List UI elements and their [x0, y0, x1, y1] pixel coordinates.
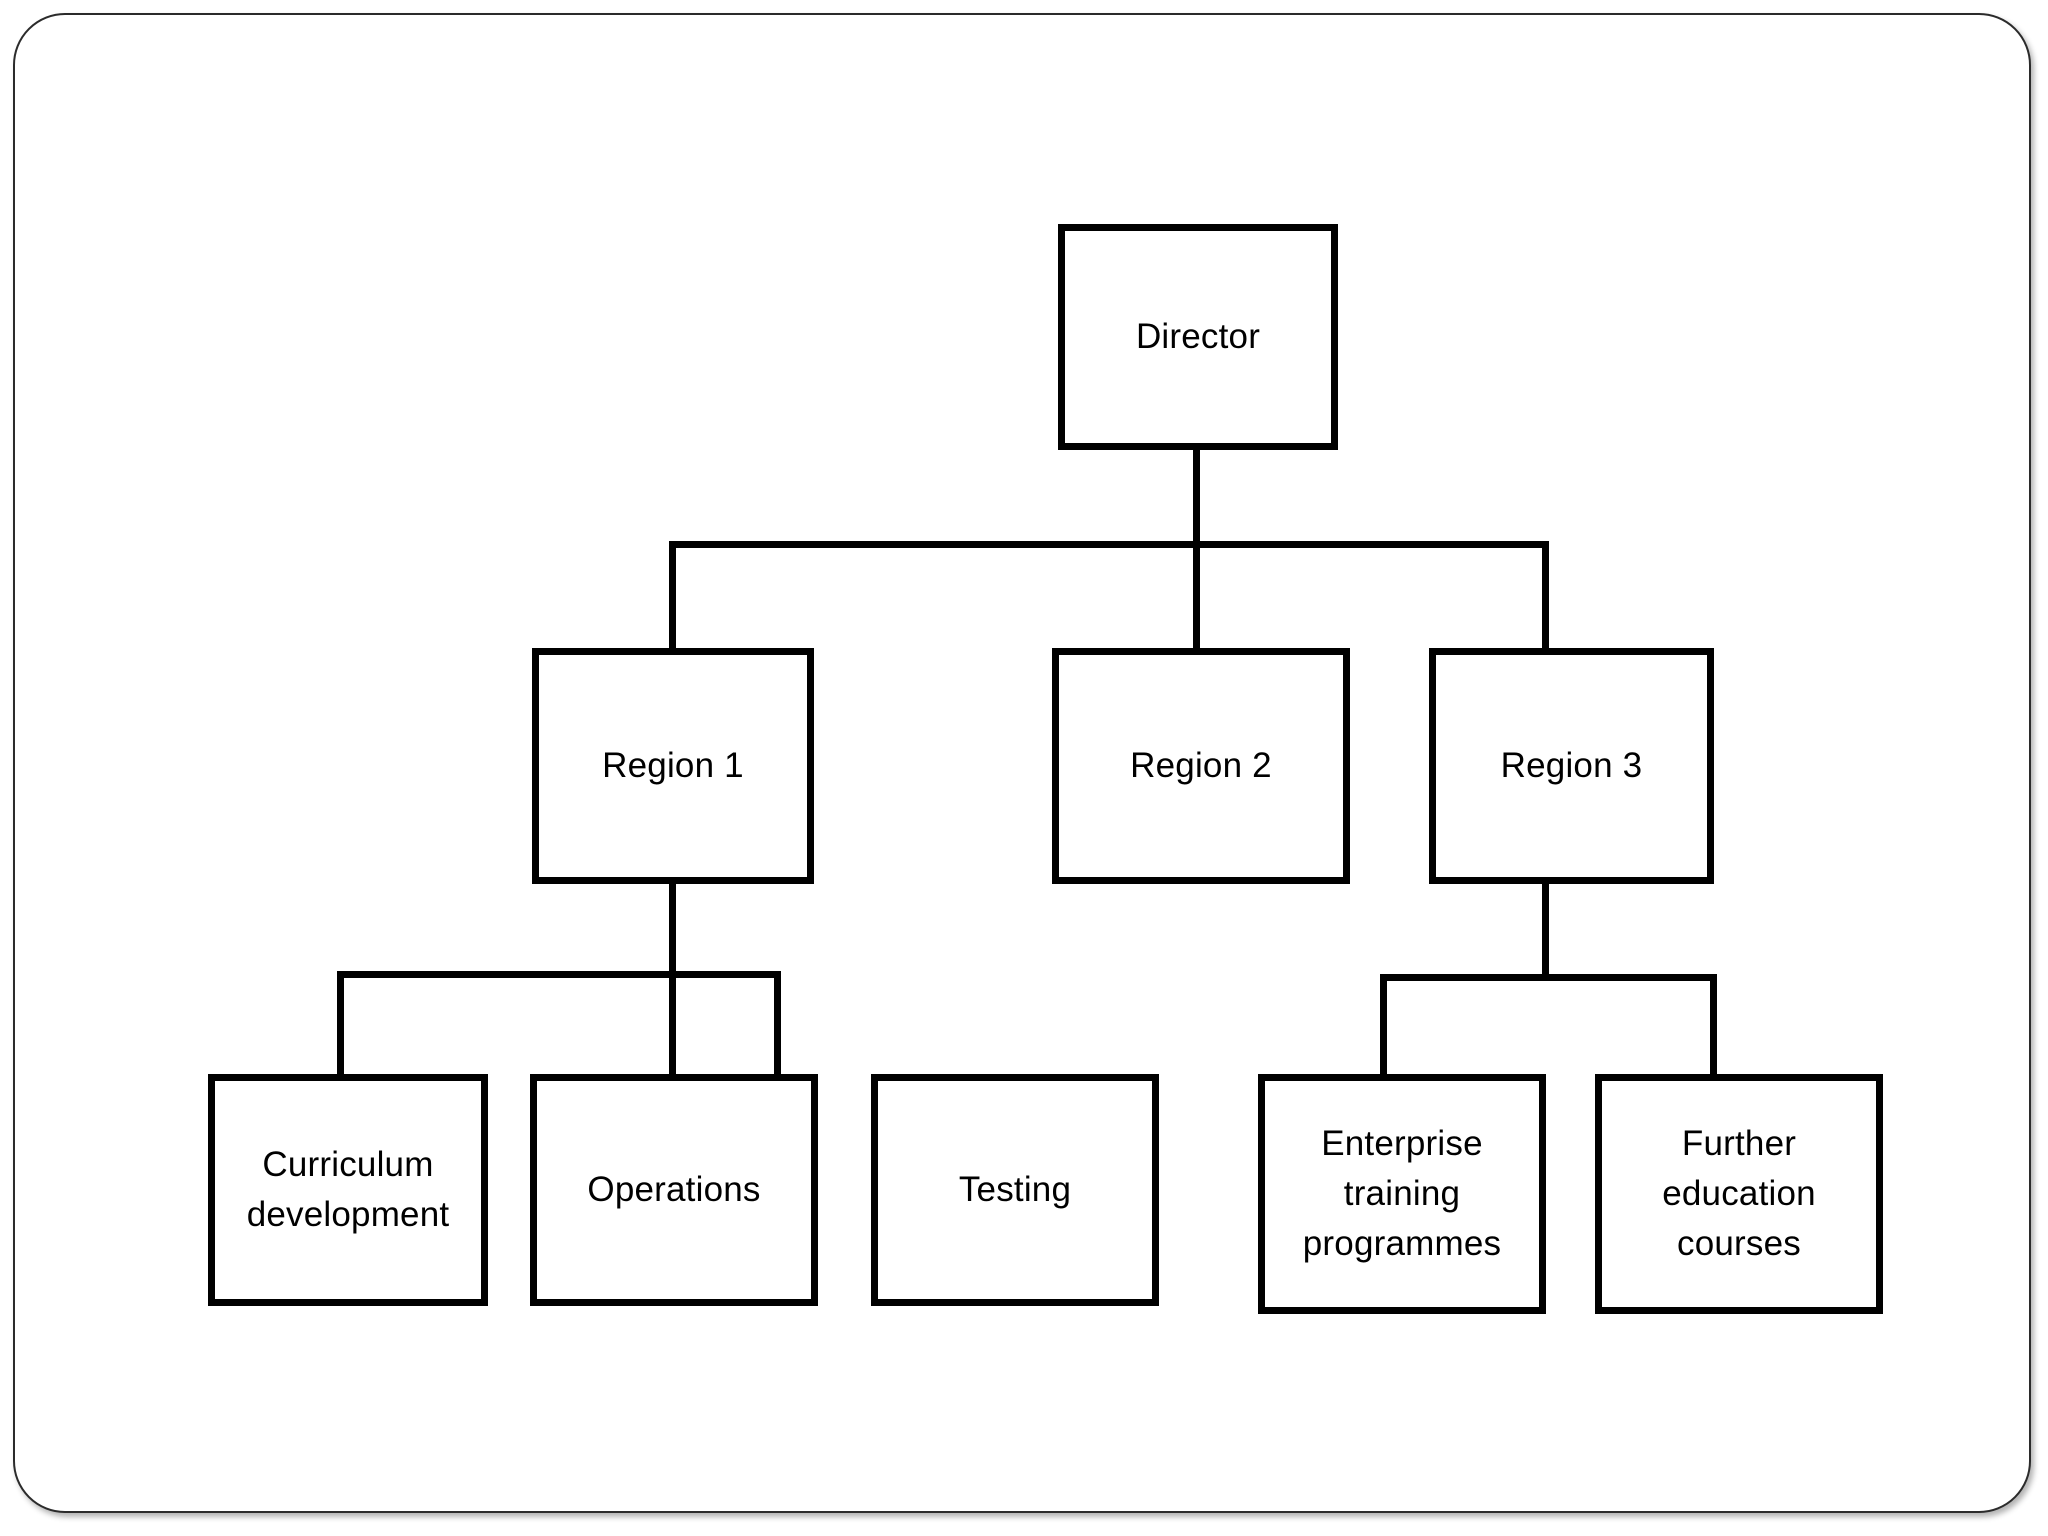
node-region-2[interactable]: Region 2 — [1052, 648, 1350, 884]
edge-level1-bus — [669, 541, 1549, 548]
node-region-2-label: Region 2 — [1130, 746, 1272, 786]
edge-region3-to-enterprise — [1380, 974, 1387, 1076]
node-operations[interactable]: Operations — [530, 1074, 818, 1306]
edge-region1-bus — [337, 971, 781, 978]
node-region-3[interactable]: Region 3 — [1429, 648, 1714, 884]
edge-bus-to-region2 — [1193, 541, 1200, 648]
node-director-label: Director — [1135, 317, 1261, 357]
edge-bus-to-region3 — [1542, 541, 1549, 648]
edge-region1-to-curriculum — [337, 971, 344, 1076]
node-testing[interactable]: Testing — [871, 1074, 1159, 1306]
node-testing-label: Testing — [958, 1170, 1072, 1210]
edge-region3-to-further — [1710, 974, 1717, 1076]
node-director[interactable]: Director — [1058, 224, 1338, 450]
node-region-3-label: Region 3 — [1500, 746, 1643, 786]
node-region-1[interactable]: Region 1 — [532, 648, 814, 884]
node-curriculum-development-label: Curriculum development — [246, 1145, 450, 1234]
edge-region3-bus — [1380, 974, 1717, 981]
node-operations-label: Operations — [587, 1170, 761, 1210]
edge-bus-to-region1 — [669, 541, 676, 648]
node-further-education-courses-label: Further education courses — [1662, 1124, 1816, 1263]
node-region-1-label: Region 1 — [602, 746, 744, 786]
edge-region1-to-testing — [774, 971, 781, 1076]
edge-region1-stem — [669, 884, 676, 974]
node-enterprise-training-programmes-label: Enterprise training programmes — [1302, 1124, 1502, 1263]
node-enterprise-training-programmes[interactable]: Enterprise training programmes — [1258, 1074, 1546, 1314]
edge-region1-to-operations — [669, 971, 676, 1076]
edge-director-stem — [1193, 450, 1200, 548]
node-further-education-courses[interactable]: Further education courses — [1595, 1074, 1883, 1314]
edge-region3-stem — [1542, 884, 1549, 976]
node-curriculum-development[interactable]: Curriculum development — [208, 1074, 488, 1306]
